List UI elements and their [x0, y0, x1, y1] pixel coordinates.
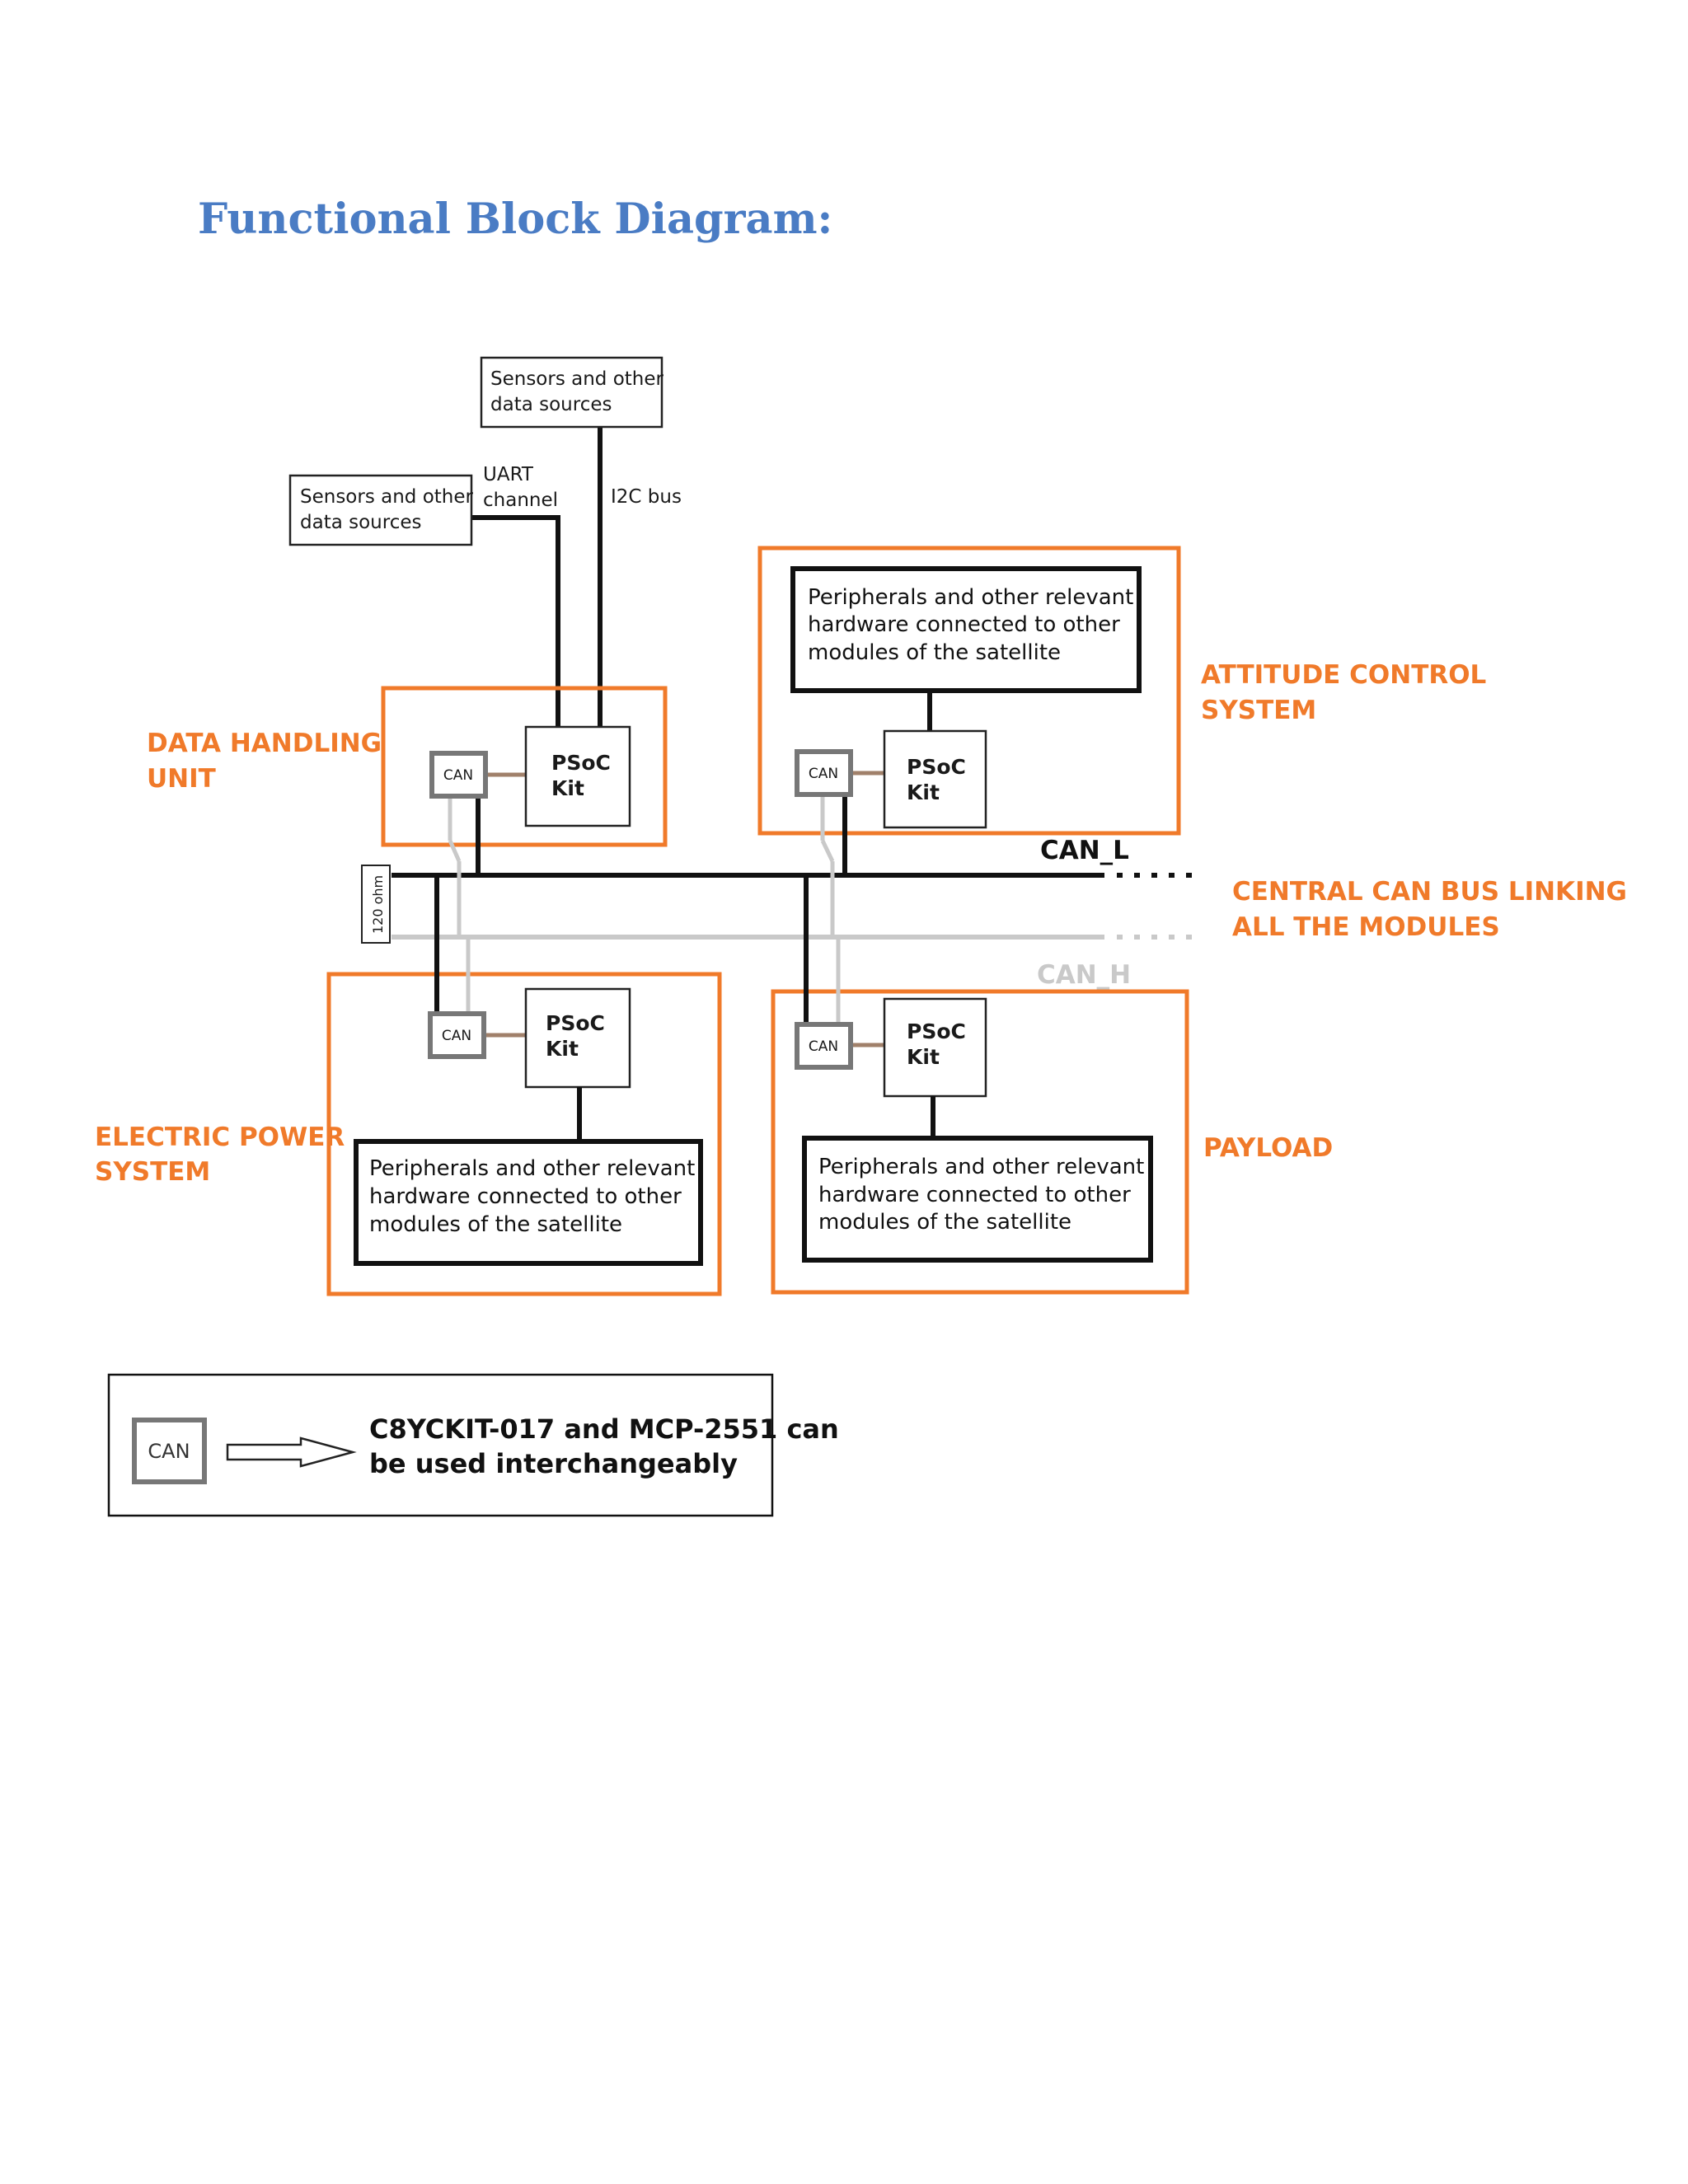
psoc-label-line-2: Kit: [546, 1037, 579, 1061]
psoc-label-line-1: PSoC: [546, 1011, 605, 1035]
can-module: CAN: [429, 751, 488, 799]
can-module: CAN: [428, 1011, 486, 1059]
attitude-peripherals-line-1: Peripherals and other relevant: [808, 585, 1133, 610]
top-source-line-2: data sources: [490, 394, 612, 415]
top-source-line-1: Sensors and other: [490, 368, 664, 390]
psoc-kit: PSoC Kit: [883, 997, 987, 1098]
resistor-label: 120 ohm: [370, 875, 386, 934]
attitude-peripherals-box: [790, 566, 1142, 693]
can-module-label: CAN: [443, 767, 473, 784]
bus-label-line-2: ALL THE MODULES: [1232, 912, 1500, 942]
psoc-label-line-1: PSoC: [551, 751, 611, 775]
attitude-peripherals-line-3: modules of the satellite: [808, 640, 1061, 665]
payload-peripherals-line-1: Peripherals and other relevant: [818, 1155, 1144, 1179]
electric-power-peripherals-line-2: hardware connected to other: [369, 1184, 682, 1209]
payload-peripherals-line-2: hardware connected to other: [818, 1183, 1131, 1207]
left-source-line-2: data sources: [300, 512, 421, 533]
can-module-icon: CAN: [132, 1418, 207, 1484]
data-handling-label-line-2: UNIT: [147, 764, 216, 794]
psoc-label-line-1: PSoC: [907, 755, 966, 779]
left-sensor-source: Sensors and other data sources: [288, 474, 474, 546]
legend-text-line-2: be used interchangeably: [369, 1448, 738, 1479]
bus-label-line-1: CENTRAL CAN BUS LINKING: [1232, 877, 1627, 907]
can-module-label: CAN: [809, 1038, 838, 1055]
electric-power-system: CAN PSoC Kit Peripherals and other relev…: [326, 875, 722, 1296]
psoc-label-line-2: Kit: [907, 780, 940, 804]
electric-power-peripherals-box: [354, 1139, 703, 1266]
uart-channel-wire: [471, 515, 560, 727]
electric-power-peripherals-line-3: modules of the satellite: [369, 1212, 622, 1237]
can-h-label: CAN_H: [1037, 960, 1131, 990]
right-arrow-icon: [226, 1436, 357, 1468]
legend-text-line-1: C8YCKIT-017 and MCP-2551 can: [369, 1413, 839, 1445]
termination-resistor: [361, 865, 391, 944]
legend: CAN C8YCKIT-017 and MCP-2551 can be used…: [107, 1373, 839, 1517]
payload-peripherals-box: [802, 1136, 1153, 1263]
can-l-label: CAN_L: [1040, 836, 1129, 865]
legend-can-label: CAN: [148, 1440, 190, 1463]
top-sensor-source: Sensors and other data sources: [480, 356, 664, 429]
attitude-control-system: Peripherals and other relevant hardware …: [757, 546, 1181, 875]
can-module-label: CAN: [442, 1028, 471, 1044]
psoc-kit: PSoC Kit: [524, 987, 631, 1089]
psoc-kit: PSoC Kit: [883, 729, 987, 829]
payload-peripherals-line-3: modules of the satellite: [818, 1210, 1071, 1235]
can-module: CAN: [795, 749, 853, 797]
psoc-kit: PSoC Kit: [524, 725, 631, 827]
page-title: Functional Block Diagram:: [198, 194, 833, 244]
payload-label: PAYLOAD: [1203, 1133, 1333, 1163]
can-module-label: CAN: [809, 766, 838, 782]
attitude-label-line-2: SYSTEM: [1201, 696, 1316, 725]
attitude-peripherals-line-2: hardware connected to other: [808, 612, 1120, 637]
electric-power-label-line-2: SYSTEM: [95, 1157, 210, 1187]
data-handling-unit: CAN PSoC Kit: [381, 686, 668, 875]
uart-label-line-2: channel: [483, 490, 558, 511]
psoc-label-line-2: Kit: [551, 776, 584, 800]
electric-power-label-line-1: ELECTRIC POWER: [95, 1122, 345, 1152]
can-bus: 120 ohm: [361, 865, 1199, 944]
can-module: CAN: [795, 1022, 853, 1070]
psoc-label-line-2: Kit: [907, 1045, 940, 1069]
data-handling-label-line-1: DATA HANDLING: [147, 729, 382, 758]
left-source-line-1: Sensors and other: [300, 486, 474, 508]
uart-label-line-1: UART: [483, 464, 534, 485]
psoc-label-line-1: PSoC: [907, 1019, 966, 1043]
electric-power-peripherals-line-1: Peripherals and other relevant: [369, 1156, 695, 1181]
i2c-label: I2C bus: [611, 486, 682, 508]
attitude-label-line-1: ATTITUDE CONTROL: [1201, 660, 1486, 690]
payload-subsystem: CAN PSoC Kit Peripherals and other relev…: [771, 875, 1189, 1295]
